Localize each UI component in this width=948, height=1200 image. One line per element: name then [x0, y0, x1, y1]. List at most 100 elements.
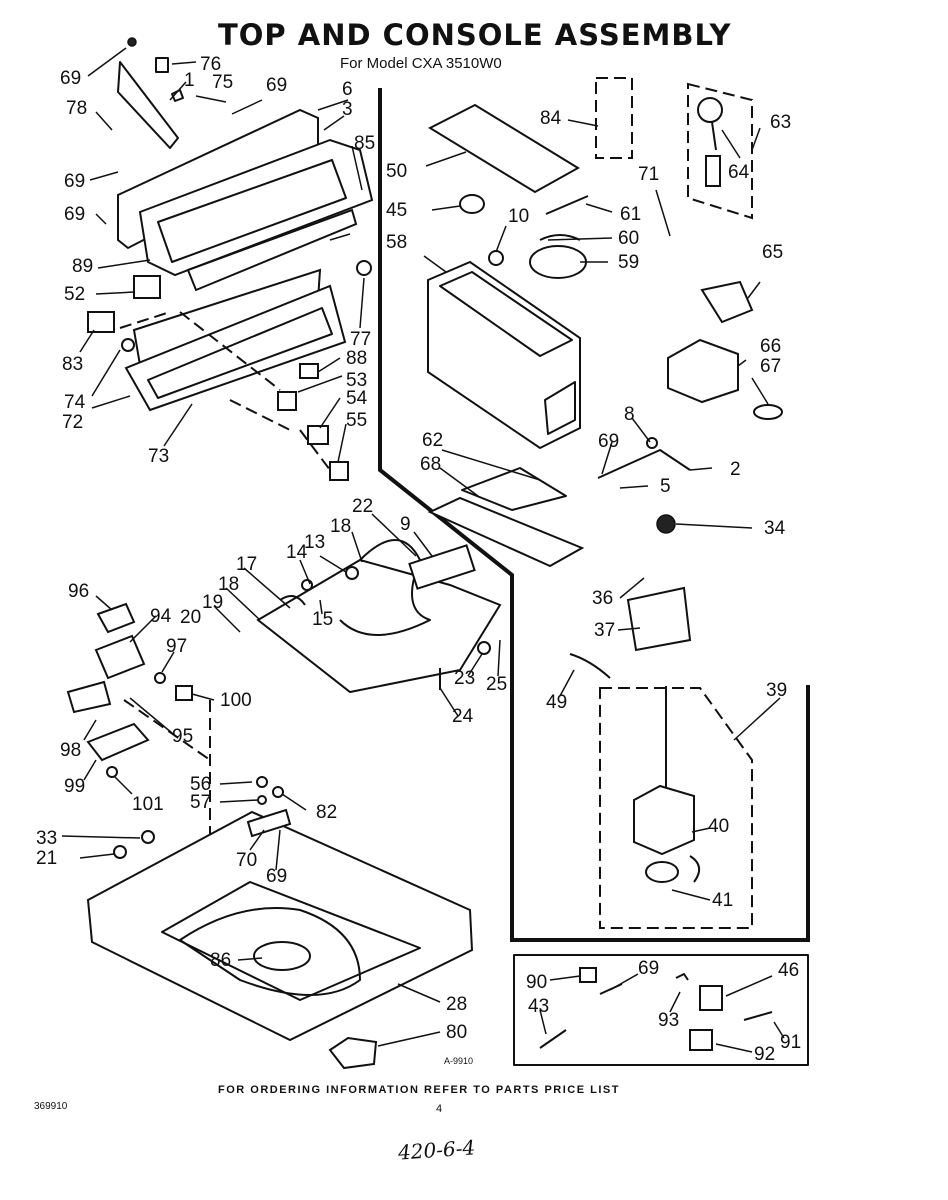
key-blade — [711, 121, 717, 151]
hardware-kit — [513, 954, 809, 1066]
nut — [256, 776, 268, 788]
callout-label: 52 — [64, 284, 85, 305]
lid-switch — [700, 280, 754, 324]
washer — [646, 437, 658, 449]
callout-label: 68 — [420, 454, 441, 475]
callout-label: 34 — [764, 518, 786, 539]
callout-label: 59 — [618, 252, 639, 273]
callout-label: 77 — [350, 329, 371, 350]
callout-label: 93 — [658, 1010, 679, 1031]
fastener — [301, 579, 313, 591]
washer — [257, 795, 267, 805]
callout-label: 97 — [166, 636, 187, 657]
nut — [272, 786, 284, 798]
callout-label: 8 — [624, 404, 635, 425]
callout-label: 61 — [620, 204, 641, 225]
callout-label: 69 — [64, 204, 85, 225]
callout-label: 70 — [236, 850, 257, 871]
grommet — [477, 641, 491, 655]
cabinet-housing — [427, 260, 581, 450]
hinge-bracket — [96, 602, 136, 634]
callout-labels: 69 76 1 75 69 6 3 78 85 69 69 89 52 83 7… — [36, 54, 801, 1065]
callout-label: 13 — [304, 532, 325, 553]
callout-label: 1 — [184, 70, 195, 91]
diagram-title: TOP AND CONSOLE ASSEMBLY — [218, 18, 732, 52]
callout-label: 78 — [66, 98, 87, 119]
screw — [154, 672, 166, 684]
callout-label: 91 — [780, 1032, 801, 1053]
fastener — [345, 566, 359, 580]
console-assembly — [87, 37, 374, 481]
callout-label: 63 — [770, 112, 791, 133]
callout-label: 99 — [64, 776, 85, 797]
callout-label: 20 — [180, 607, 201, 628]
plug-button — [459, 194, 485, 214]
cabinet-opening — [544, 381, 576, 435]
motor-kit-boundary — [599, 687, 753, 929]
bracket-strap — [597, 449, 691, 479]
callout-label: 60 — [618, 228, 639, 249]
agitator-cap — [328, 1036, 378, 1070]
wire-clip — [569, 653, 611, 679]
callout-label: 37 — [594, 620, 615, 641]
inner-cover-plate — [427, 496, 585, 568]
callout-label: 33 — [36, 828, 57, 849]
motor-assembly — [569, 586, 753, 929]
wire-harness — [339, 539, 431, 636]
callout-label: 14 — [286, 542, 308, 563]
nut — [141, 830, 155, 844]
callout-label: 43 — [528, 996, 549, 1017]
callout-label: 55 — [346, 410, 367, 431]
callout-label: 9 — [400, 514, 411, 535]
callout-label: 19 — [202, 592, 223, 613]
callout-label: 96 — [68, 581, 89, 602]
callout-label: 69 — [266, 866, 287, 887]
assembly-dash-line — [123, 699, 211, 850]
hinge-assembly — [94, 634, 146, 680]
callout-label: 28 — [446, 994, 467, 1015]
dispenser-box — [408, 544, 476, 590]
switch — [277, 391, 297, 411]
base-assembly — [86, 776, 474, 1070]
splash-shield — [461, 467, 567, 511]
callout-label: 75 — [212, 72, 233, 93]
callout-label: 3 — [342, 99, 353, 120]
callout-label: 101 — [132, 794, 164, 815]
callout-label: 53 — [346, 370, 367, 391]
motor-coupling — [645, 861, 679, 883]
callout-label: 23 — [454, 668, 475, 689]
page-number: 4 — [436, 1103, 443, 1115]
document-number: 369910 — [34, 1101, 68, 1112]
screw — [127, 37, 137, 47]
callout-label: 54 — [346, 388, 368, 409]
callout-label: 17 — [236, 554, 257, 575]
callout-label: 95 — [172, 726, 193, 747]
drawing-code: A-9910 — [444, 1056, 474, 1066]
callout-label: 80 — [446, 1022, 467, 1043]
screw — [106, 766, 118, 778]
connector — [579, 967, 597, 983]
callout-label: 22 — [352, 496, 373, 517]
switch — [133, 275, 161, 299]
callout-label: 65 — [762, 242, 783, 263]
tub-top-base — [86, 810, 474, 1042]
ordering-footer-note: FOR ORDERING INFORMATION REFER TO PARTS … — [218, 1084, 620, 1096]
switch — [299, 363, 319, 379]
console-window — [157, 159, 347, 263]
callout-label: 73 — [148, 446, 169, 467]
callout-label: 83 — [62, 354, 83, 375]
callout-label: 69 — [598, 431, 619, 452]
clamp — [279, 595, 306, 606]
callout-label: 15 — [312, 609, 333, 630]
callout-label: 66 — [760, 336, 781, 357]
spring-bar — [545, 195, 589, 215]
callout-label: 39 — [766, 680, 787, 701]
callout-label: 69 — [266, 75, 287, 96]
timer-knob — [753, 404, 783, 420]
pressure-switch — [656, 514, 676, 534]
switch — [329, 461, 349, 481]
callout-label: 2 — [730, 459, 741, 480]
callout-label: 72 — [62, 412, 83, 433]
connector-housing — [699, 985, 723, 1011]
